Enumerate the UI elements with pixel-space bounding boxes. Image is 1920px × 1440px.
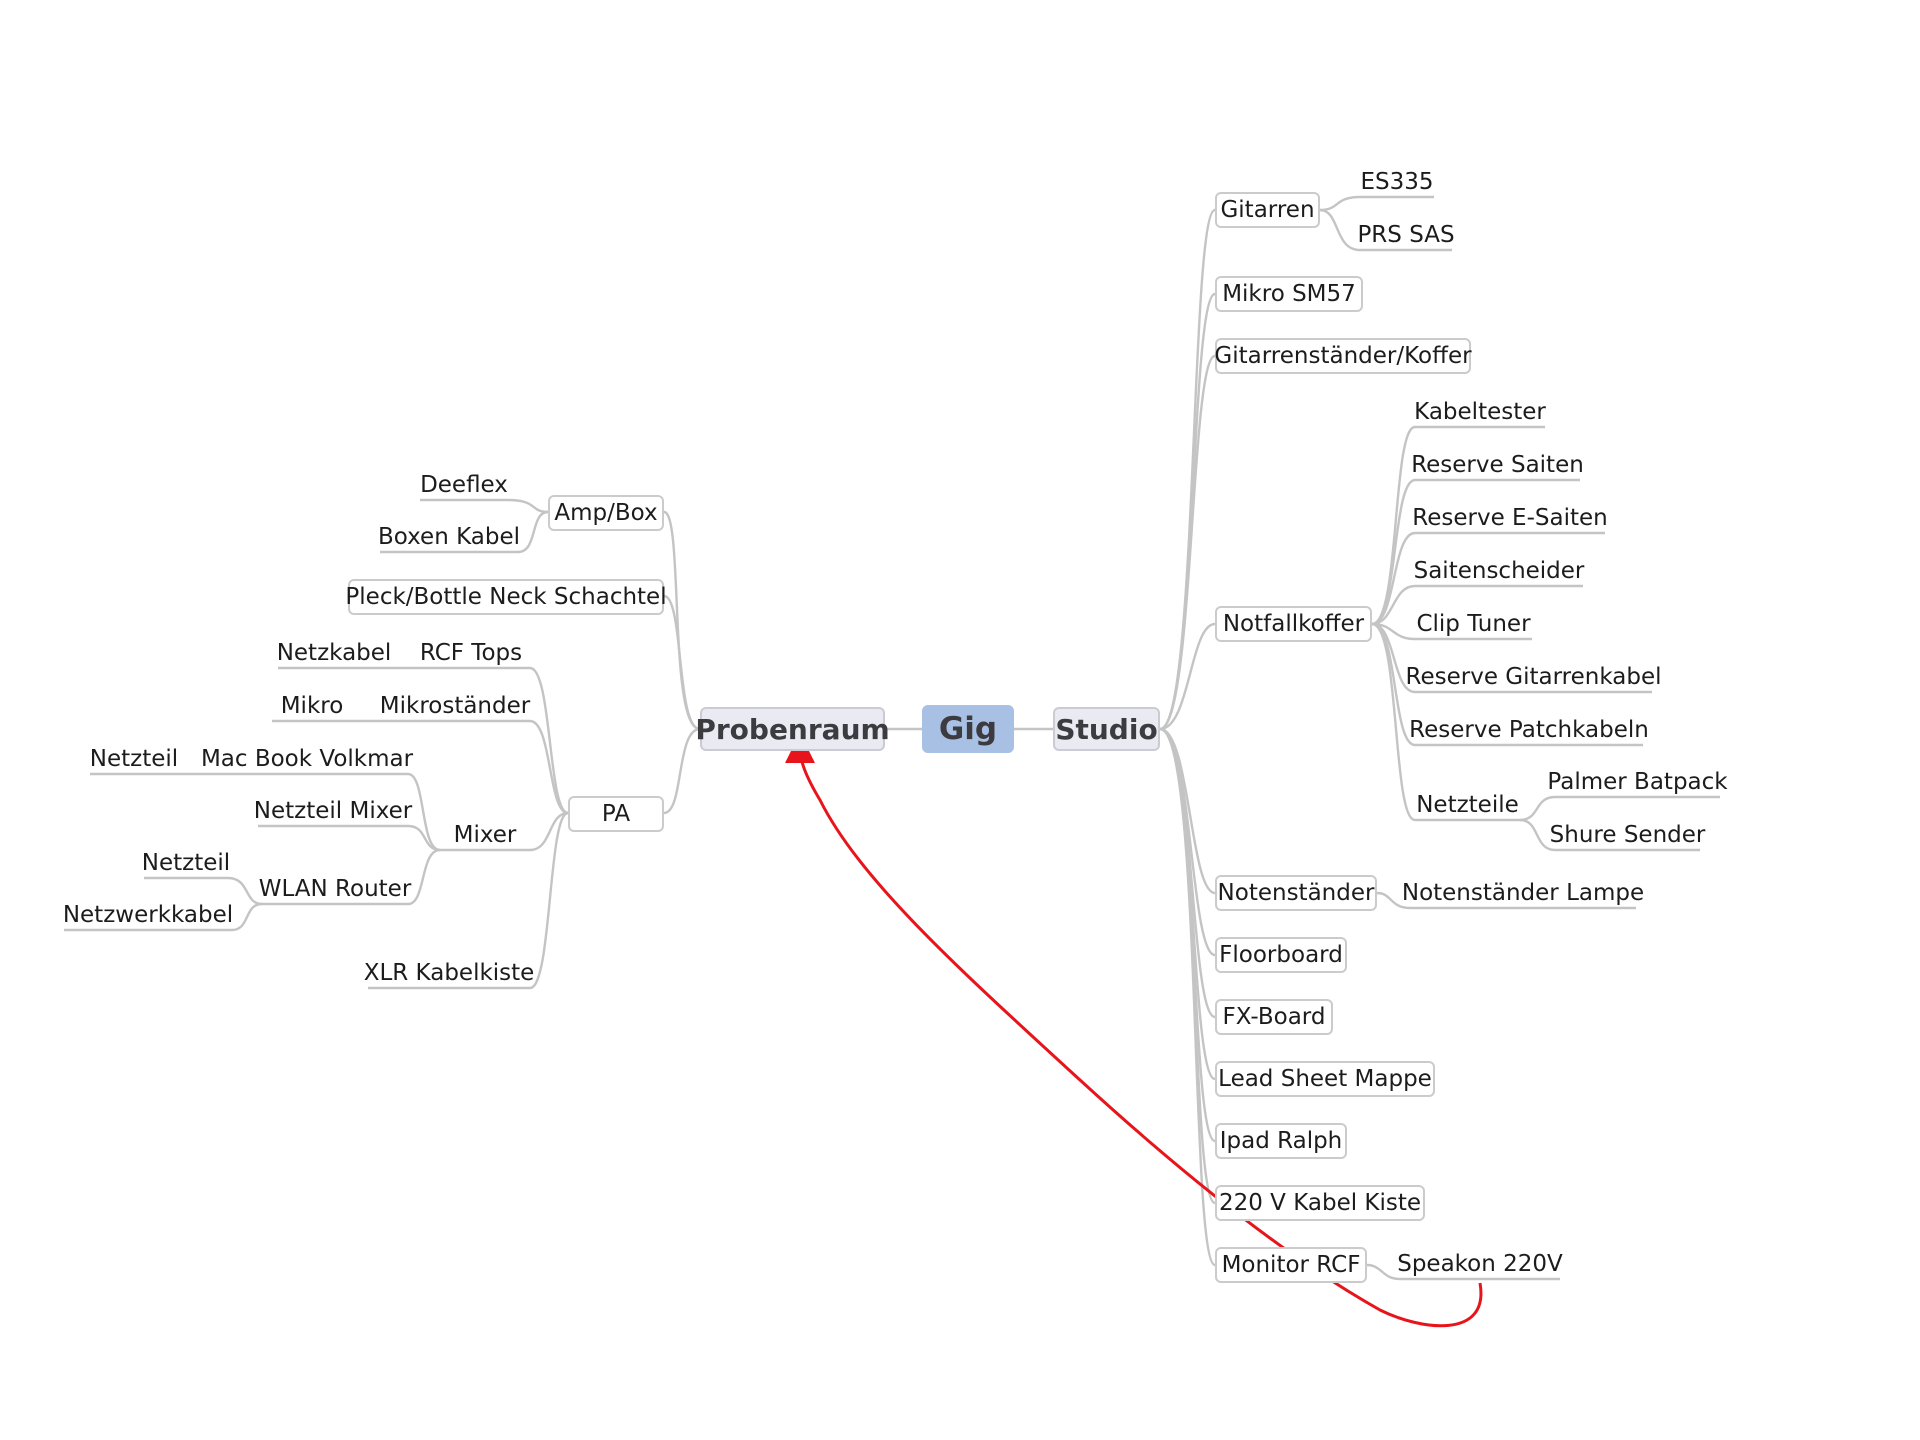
topic-macbook[interactable]: Mac Book Volkmar [200,746,414,772]
link-notfall-kabeltester [1371,425,1416,626]
topic-rcf-tops[interactable]: RCF Tops [419,640,523,666]
topic-notenstaender-lampe[interactable]: Notenständer Lampe [1401,880,1645,906]
link-amp-deeflex [507,498,549,514]
link-probenraum-amp [663,510,701,731]
link-mixer-netzteilmixer [407,824,441,852]
link-probenraum-pa [663,727,701,815]
topic-notenstaender[interactable]: Notenständer [1215,875,1377,911]
link-noten-lampe [1376,891,1411,910]
topic-reserve-gitarrenkabel[interactable]: Reserve Gitarrenkabel [1405,664,1662,690]
link-studio-gitarren [1159,208,1217,731]
topic-220v-kabel[interactable]: 220 V Kabel Kiste [1215,1185,1425,1221]
link-pa-mikrostaender [529,719,569,815]
topic-speakon[interactable]: Speakon 220V [1397,1251,1563,1277]
topic-notfallkoffer[interactable]: Notfallkoffer [1215,606,1372,642]
topic-reserve-esaiten[interactable]: Reserve E-Saiten [1412,505,1608,531]
topic-studio[interactable]: Studio [1053,707,1160,751]
link-wlan-netzwerkkabel [231,902,263,932]
topic-mixer[interactable]: Mixer [453,822,517,848]
link-pa-rcf [529,666,569,815]
link-studio-staender [1159,354,1216,731]
topic-mikro[interactable]: Mikro [280,693,344,719]
topic-netzwerkkabel[interactable]: Netzwerkkabel [62,902,234,928]
topic-gitarrenstaender[interactable]: Gitarrenständer/Koffer [1214,338,1472,374]
link-netzteile-shure [1519,818,1556,852]
topic-gitarren[interactable]: Gitarren [1215,192,1320,228]
link-wlan-netzteil [227,876,263,906]
link-pa-xlr [529,811,569,990]
link-probenraum-pleck [663,594,701,731]
topic-saitenscheider[interactable]: Saitenscheider [1413,558,1585,584]
topic-fx-board[interactable]: FX-Board [1215,999,1333,1035]
topic-wlan-router[interactable]: WLAN Router [258,876,412,902]
link-studio-ipad [1159,727,1217,1143]
link-gitarren-prs [1319,208,1361,252]
topic-reserve-patchkabeln[interactable]: Reserve Patchkabeln [1409,717,1649,743]
link-mixer-wlan [407,848,441,906]
topic-mikro-sm57[interactable]: Mikro SM57 [1215,276,1363,312]
link-netzteile-palmer [1519,795,1556,822]
topic-floorboard[interactable]: Floorboard [1215,937,1347,973]
link-studio-notfall [1159,622,1216,731]
topic-netzkabel[interactable]: Netzkabel [276,640,392,666]
topic-palmer-batpack[interactable]: Palmer Batpack [1547,769,1728,795]
topic-reserve-saiten[interactable]: Reserve Saiten [1411,452,1584,478]
link-amp-boxen [517,510,549,554]
topic-pa[interactable]: PA [568,796,664,832]
topic-boxen-kabel[interactable]: Boxen Kabel [378,524,520,550]
link-gitarren-es335 [1319,195,1361,212]
topic-prs-sas[interactable]: PRS SAS [1357,222,1455,248]
topic-kabeltester[interactable]: Kabeltester [1414,399,1546,425]
root-topic[interactable]: Gig [922,705,1014,753]
relationship-arrow[interactable] [785,733,1483,1328]
link-studio-leadsheet [1159,727,1216,1081]
topic-ipad-ralph[interactable]: Ipad Ralph [1215,1123,1347,1159]
link-notfall-saitenscheider [1371,584,1416,626]
link-studio-monitor [1159,727,1217,1267]
topic-netzteile[interactable]: Netzteile [1416,792,1519,818]
topic-deeflex[interactable]: Deeflex [420,472,508,498]
topic-mikrostaender[interactable]: Mikroständer [379,693,531,719]
topic-clip-tuner[interactable]: Clip Tuner [1416,611,1531,637]
topic-es335[interactable]: ES335 [1360,169,1434,195]
topic-shure-sender[interactable]: Shure Sender [1549,822,1706,848]
topic-netzteil-wlan[interactable]: Netzteil [141,850,231,876]
topic-netzteil-macbook[interactable]: Netzteil [89,746,179,772]
topic-amp-box[interactable]: Amp/Box [548,495,664,531]
link-mixer-macbook [407,772,441,852]
topic-lead-sheet[interactable]: Lead Sheet Mappe [1215,1061,1435,1097]
topic-xlr-kabelkiste[interactable]: XLR Kabelkiste [363,960,535,986]
link-studio-mikro [1159,292,1217,731]
link-pa-mixer [529,811,569,852]
link-notfall-netzteile [1371,622,1416,822]
topic-probenraum[interactable]: Probenraum [695,707,890,751]
topic-netzteil-mixer[interactable]: Netzteil Mixer [253,798,413,824]
topic-monitor-rcf[interactable]: Monitor RCF [1215,1247,1367,1283]
topic-pleck[interactable]: Pleck/Bottle Neck Schachtel [345,579,667,615]
link-monitor-speakon [1366,1263,1401,1281]
link-notfall-esaiten [1371,531,1416,626]
